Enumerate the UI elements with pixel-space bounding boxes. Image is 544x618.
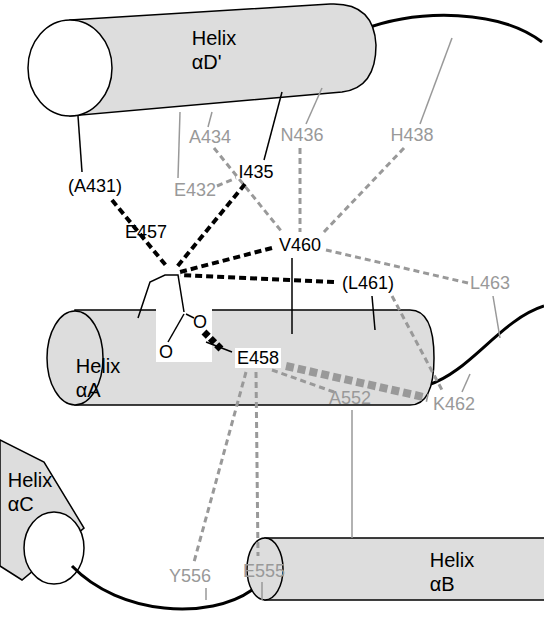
- helix-cylinder: Helix αC: [6, 466, 54, 518]
- residue-label: V460: [277, 235, 323, 255]
- residue-label: (L461): [340, 273, 396, 293]
- helix-label: Helix αC: [8, 468, 52, 516]
- atom-label: O: [157, 342, 175, 362]
- helix-cylinder: Helix αD': [190, 24, 238, 76]
- residue-label: E458: [235, 348, 281, 368]
- residue-label: E555: [241, 561, 287, 581]
- helix-cylinder: Helix αA: [74, 352, 122, 404]
- residue-label: (A431): [66, 176, 124, 196]
- helix-label: Helix αA: [76, 354, 120, 402]
- residue-label: K462: [431, 394, 477, 414]
- residue-label: E432: [172, 180, 218, 200]
- residue-label: A434: [187, 127, 233, 147]
- helix-label: Helix αD': [192, 26, 236, 74]
- residue-label: E457: [123, 222, 169, 242]
- residue-label: A552: [327, 388, 373, 408]
- residue-label: I435: [236, 162, 275, 182]
- helix-cylinder: Helix αB: [428, 546, 476, 598]
- helix-label: Helix αB: [430, 548, 474, 596]
- residue-label: N436: [278, 125, 325, 145]
- residue-label: H438: [388, 125, 435, 145]
- residue-label: Y556: [167, 566, 213, 586]
- residue-label: L463: [468, 273, 512, 293]
- atom-label: O: [191, 312, 209, 332]
